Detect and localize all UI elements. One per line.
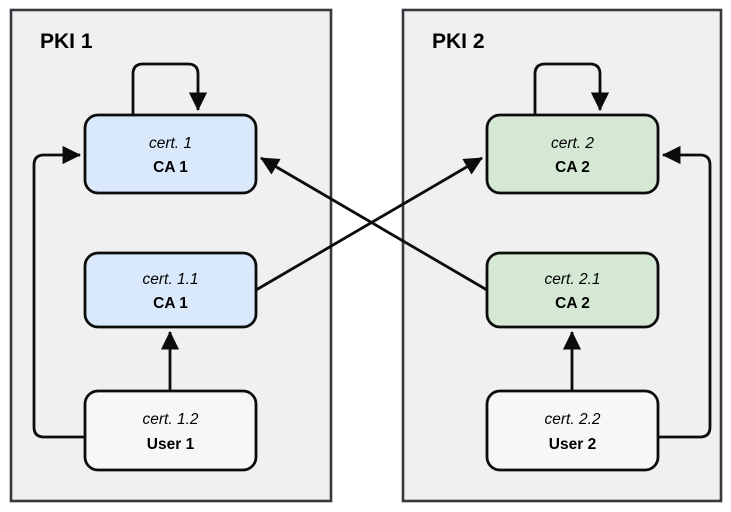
node-cert11-role-label: CA 1	[153, 295, 188, 312]
node-cert11-cert-label: cert. 1.1	[143, 271, 199, 288]
edge-user1-to-ca1	[32, 145, 85, 439]
node-cert2-cert-label: cert. 2	[551, 135, 594, 152]
node-cert21-box[interactable]	[485, 251, 660, 329]
edge-selfloop-ca2	[533, 62, 610, 115]
node-cert21-cert-label: cert. 2.1	[545, 271, 601, 288]
edge-user2-to-ca2	[658, 145, 712, 439]
node-cert12[interactable]: cert. 1.2 User 1	[83, 389, 258, 472]
node-cert21-role-label: CA 2	[555, 295, 590, 312]
node-cert12-cert-label: cert. 1.2	[143, 411, 199, 428]
node-cert12-role-label: User 1	[147, 436, 195, 453]
node-cert2-role-label: CA 2	[555, 159, 590, 176]
node-cert21[interactable]: cert. 2.1 CA 2	[485, 251, 660, 329]
node-cert1[interactable]: cert. 1 CA 1	[83, 113, 258, 195]
node-cert11[interactable]: cert. 1.1 CA 1	[83, 251, 258, 329]
edge-layer	[32, 62, 712, 439]
container-pki1-label: PKI 1	[40, 30, 93, 53]
node-cert2[interactable]: cert. 2 CA 2	[485, 113, 660, 195]
node-cert11-box[interactable]	[83, 251, 258, 329]
node-cert22[interactable]: cert. 2.2 User 2	[485, 389, 660, 472]
node-cert22-box[interactable]	[485, 389, 660, 472]
edge-ca11-to-ca2	[255, 156, 483, 292]
node-cert22-role-label: User 2	[549, 436, 596, 453]
node-cert1-role-label: CA 1	[153, 159, 188, 176]
node-cert22-cert-label: cert. 2.2	[545, 411, 601, 428]
node-cert12-box[interactable]	[83, 389, 258, 472]
edge-selfloop-ca1	[131, 62, 208, 115]
node-cert2-box[interactable]	[485, 113, 660, 195]
edge-ca21-to-ca1	[260, 156, 488, 292]
node-cert1-box[interactable]	[83, 113, 258, 195]
container-pki2-label: PKI 2	[432, 30, 485, 53]
node-cert1-cert-label: cert. 1	[149, 135, 192, 152]
